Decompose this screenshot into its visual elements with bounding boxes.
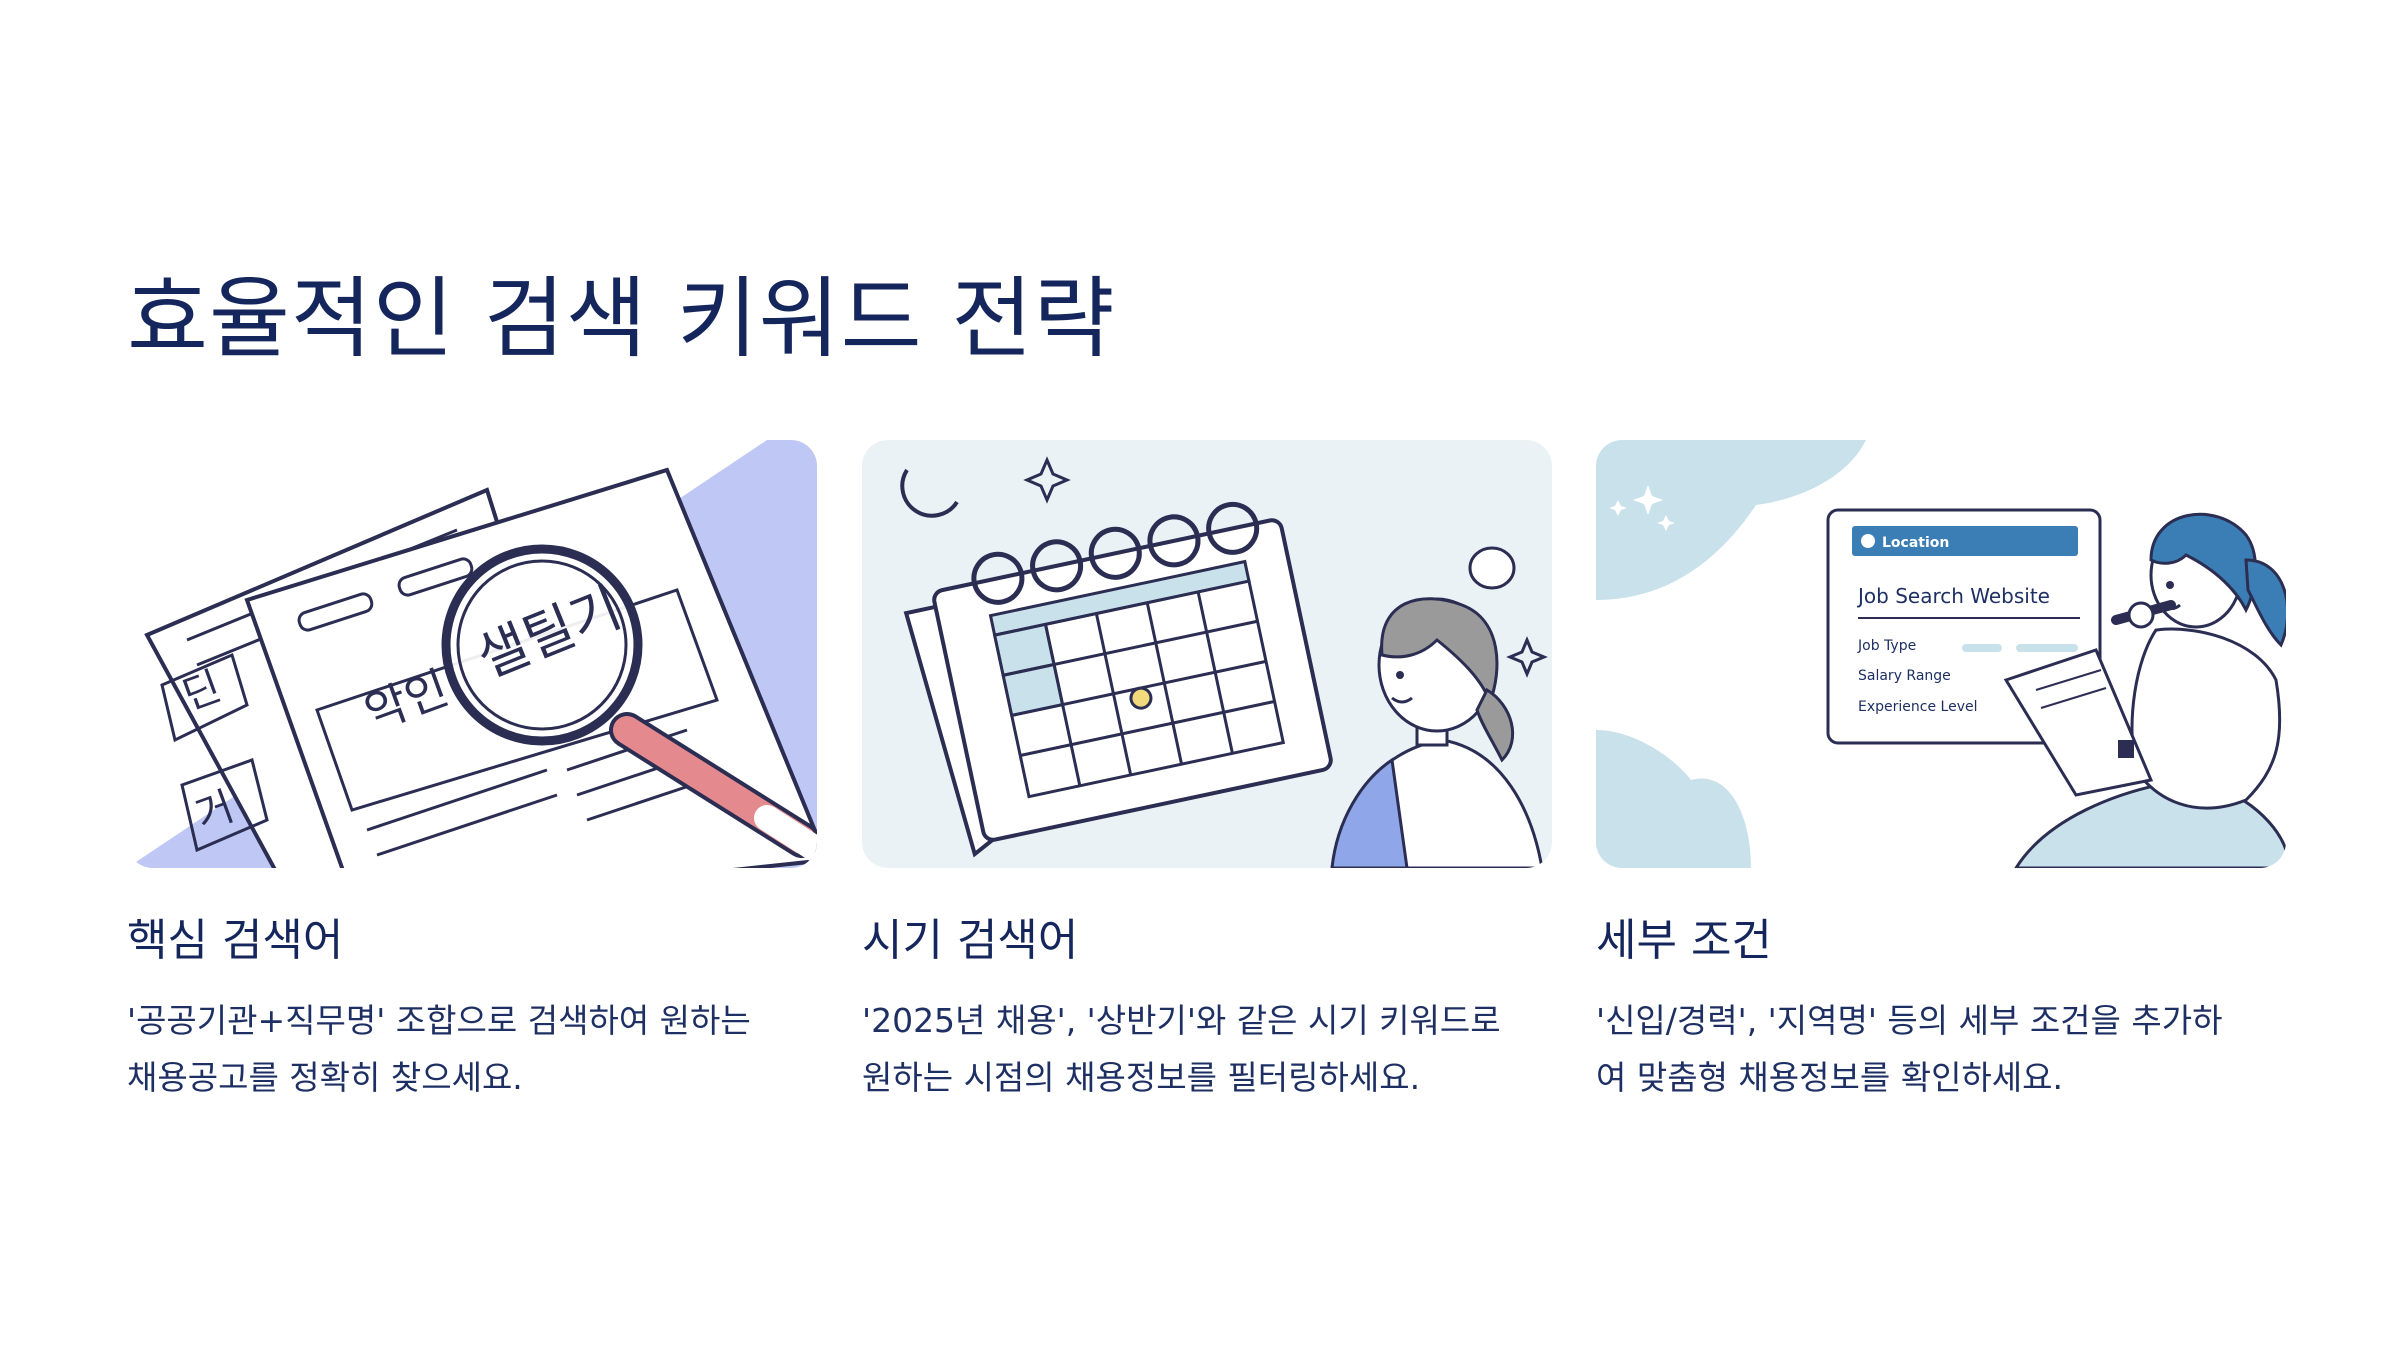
- calendar-person-icon: [862, 440, 1552, 868]
- card-description-line: 여 맞춤형 채용정보를 확인하세요.: [1596, 1058, 2063, 1097]
- filter-salary-range: Salary Range: [1858, 668, 1951, 684]
- card-timing-keywords: 시기 검색어 '2025년 채용', '상반기'와 같은 시기 키워드로 원하는…: [862, 440, 1552, 1106]
- card-description-line: '신입/경력', '지역명' 등의 세부 조건을 추가하: [1596, 1001, 2223, 1040]
- sparkle-icon: [1633, 485, 1663, 515]
- card-description-line: '공공기관+직무명' 조합으로 검색하여 원하는: [127, 1001, 751, 1040]
- card-core-keywords: 딘 악인 거 샐틸기 핵심 검색어 '공공기관+직무명' 조합으로 검색하여 원…: [127, 440, 817, 1106]
- sparkle-icon: [1609, 500, 1627, 516]
- person-icon: [1330, 597, 1544, 868]
- filter-job-type: Job Type: [1857, 638, 1916, 654]
- card-description: '신입/경력', '지역명' 등의 세부 조건을 추가하 여 맞춤형 채용정보를…: [1596, 992, 2286, 1106]
- sparkle-icon: [1506, 636, 1548, 678]
- card-title: 핵심 검색어: [127, 915, 344, 966]
- card-title: 세부 조건: [1596, 915, 1772, 966]
- newspaper-magnifier-icon: 딘 악인 거 샐틸기: [127, 440, 817, 868]
- location-bar: [1852, 526, 2078, 556]
- card-description: '공공기관+직무명' 조합으로 검색하여 원하는 채용공고를 정확히 찾으세요.: [127, 992, 817, 1106]
- cloud-shape: [1596, 730, 1751, 868]
- moon-icon: [900, 468, 959, 518]
- card-description-line: 원하는 시점의 채용정보를 필터링하세요.: [862, 1058, 1421, 1097]
- panel-title: Job Search Website: [1856, 584, 2050, 608]
- card-title: 시기 검색어: [862, 915, 1079, 966]
- job-search-website-icon: Location Job Search Website Job Type Sal…: [1596, 440, 2286, 868]
- card-description-line: '2025년 채용', '상반기'와 같은 시기 키워드로: [862, 1001, 1501, 1040]
- location-label: Location: [1882, 535, 1949, 551]
- calendar-icon: [903, 501, 1333, 858]
- sparkle-icon: [1023, 456, 1071, 504]
- sparkle-icon: [1657, 515, 1675, 531]
- page-title: 효율적인 검색 키워드 전략: [127, 267, 1116, 370]
- card-description: '2025년 채용', '상반기'와 같은 시기 키워드로 원하는 시점의 채용…: [862, 992, 1552, 1106]
- card-description-line: 채용공고를 정확히 찾으세요.: [127, 1058, 523, 1097]
- cloud-shape: [1596, 440, 1866, 600]
- person-icon: [2003, 512, 2286, 868]
- filter-experience-level: Experience Level: [1858, 699, 1977, 715]
- card-detail-conditions: Location Job Search Website Job Type Sal…: [1596, 440, 2286, 1106]
